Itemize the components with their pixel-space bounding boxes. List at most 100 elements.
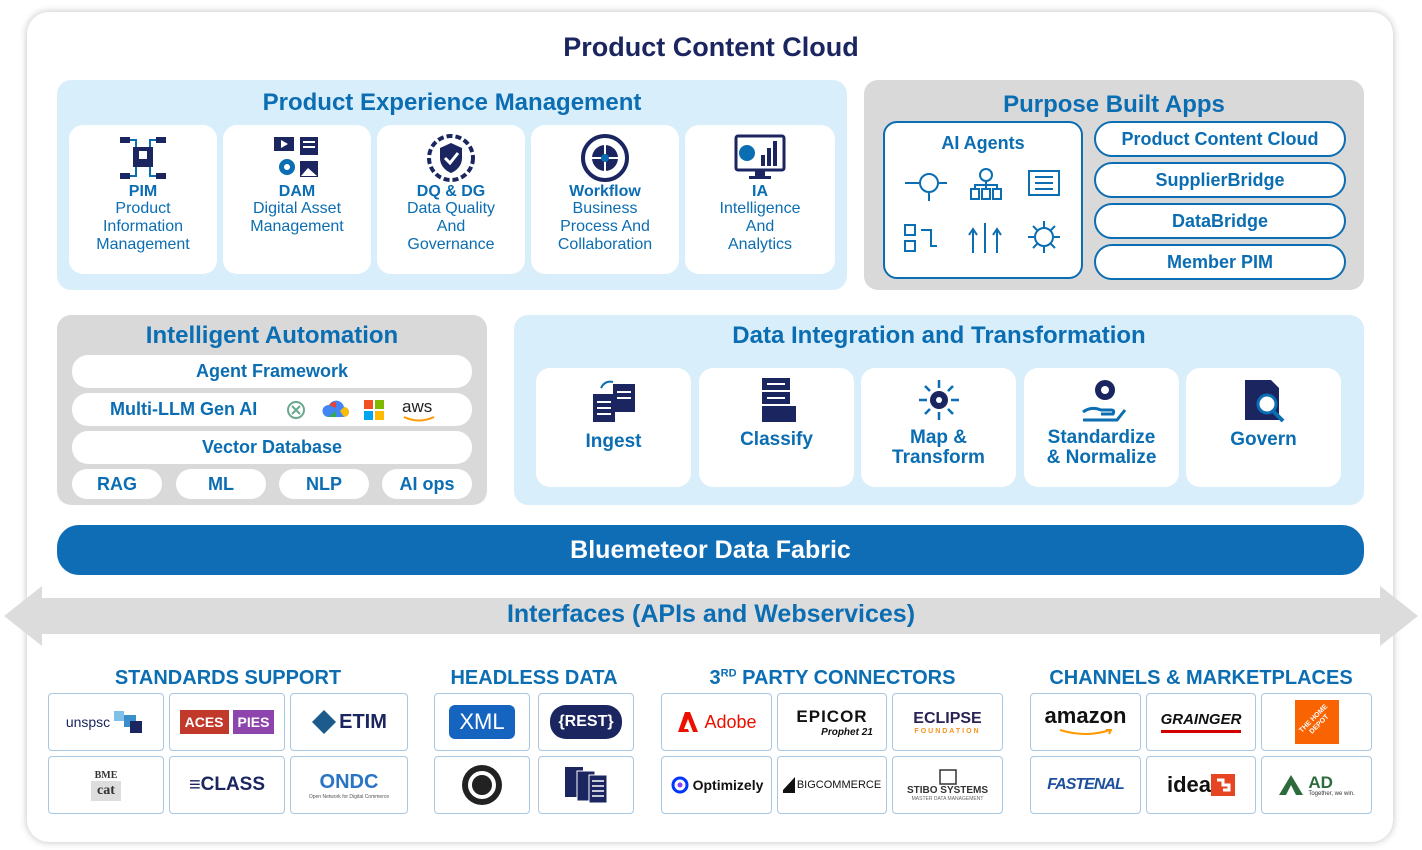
pxm-card-desc: Information bbox=[102, 218, 184, 235]
standardize-icon bbox=[1081, 380, 1126, 422]
pxm-card-workflow[interactable]: Workflow Business Process And Collaborat… bbox=[531, 125, 679, 274]
documents-icon bbox=[565, 767, 608, 804]
stibo-square-icon bbox=[938, 768, 957, 785]
bmecat-text: cat bbox=[91, 780, 121, 801]
eclass-e: ≡ bbox=[188, 773, 201, 796]
ai-agents-label: AI Agents bbox=[941, 133, 1025, 153]
dam-icon bbox=[274, 137, 318, 177]
pxm-card-dqdg[interactable]: DQ & DG Data Quality And Governance bbox=[377, 125, 525, 274]
adobe-icon bbox=[678, 712, 699, 732]
classify-icon bbox=[761, 378, 796, 422]
xml-logo: XML bbox=[434, 693, 530, 751]
grainger-text: GRAINGER bbox=[1160, 711, 1242, 728]
json-logo bbox=[434, 756, 530, 814]
json-icon bbox=[462, 765, 502, 805]
agent-framework[interactable]: Agent Framework bbox=[72, 355, 472, 388]
dit-card-govern[interactable]: Govern bbox=[1186, 368, 1341, 487]
app-supplierbridge[interactable]: SupplierBridge bbox=[1094, 162, 1346, 198]
pxm-card-dam[interactable]: DAM Digital Asset Management bbox=[223, 125, 371, 274]
etim-logo: ETIM bbox=[290, 693, 408, 751]
pxm-card-bold: PIM bbox=[128, 183, 158, 200]
eclass-text: CLASS bbox=[200, 774, 266, 795]
interfaces-label: Interfaces (APIs and Webservices) bbox=[506, 600, 916, 628]
pxm-card-bold: Workflow bbox=[569, 183, 641, 200]
idea-logo: idea bbox=[1146, 756, 1256, 814]
multi-llm-label: Multi-LLM Gen AI bbox=[110, 399, 258, 419]
pxm-card-bold: DAM bbox=[278, 183, 316, 200]
aws-smile-icon bbox=[403, 416, 435, 422]
etim-text: ETIM bbox=[339, 710, 387, 733]
amazon-smile-icon bbox=[1059, 729, 1112, 735]
interfaces-arrow bbox=[4, 586, 1418, 646]
analytics-icon bbox=[734, 134, 786, 179]
rest-logo: {REST} bbox=[538, 693, 634, 751]
chip-ai-ops[interactable]: AI ops bbox=[382, 469, 472, 499]
dit-card-label: & Normalize bbox=[1046, 447, 1157, 468]
vector-database[interactable]: Vector Database bbox=[72, 431, 472, 464]
dit-title: Data Integration and Transformation bbox=[732, 322, 1146, 349]
app-product-content-cloud[interactable]: Product Content Cloud bbox=[1094, 121, 1346, 157]
fastenal-logo: FASTENAL bbox=[1030, 756, 1141, 814]
dit-card-classify[interactable]: Classify bbox=[699, 368, 854, 487]
govern-icon bbox=[1244, 380, 1284, 423]
pxm-card-desc: Process And bbox=[560, 218, 650, 235]
pxm-card-ia[interactable]: IA Intelligence And Analytics bbox=[685, 125, 835, 274]
ia-panel: Intelligent Automation Agent Framework M… bbox=[57, 315, 487, 505]
optimizely-text: Optimizely bbox=[692, 777, 764, 793]
pxm-card-desc: Digital Asset bbox=[252, 200, 342, 217]
app-databridge[interactable]: DataBridge bbox=[1094, 203, 1346, 239]
pxm-card-desc: Business bbox=[572, 200, 638, 217]
ad-sub-text: Together, we win. bbox=[1308, 790, 1355, 797]
dit-panel: Data Integration and Transformation Inge… bbox=[514, 315, 1364, 505]
eclipse-text: ECLIPSE bbox=[913, 709, 982, 727]
chip-rag[interactable]: RAG bbox=[72, 469, 162, 499]
openai-icon bbox=[287, 401, 305, 419]
xml-text: XML bbox=[449, 705, 515, 739]
pxm-card-bold: IA bbox=[752, 183, 768, 200]
ondc-text: ONDC bbox=[319, 770, 379, 793]
party-sup: RD bbox=[720, 667, 737, 680]
ad-text-group: AD Together, we win. bbox=[1308, 774, 1354, 797]
pxm-card-desc: Management bbox=[96, 236, 190, 253]
dit-card-map-transform[interactable]: Map & Transform bbox=[861, 368, 1016, 487]
etim-diamond-icon bbox=[312, 710, 337, 734]
standards-heading: STANDARDS SUPPORT bbox=[114, 667, 342, 689]
page-title: Product Content Cloud bbox=[563, 32, 859, 62]
dit-card-standardize[interactable]: Standardize & Normalize bbox=[1024, 368, 1179, 487]
pies-text: PIES bbox=[232, 710, 275, 734]
chip-nlp[interactable]: NLP bbox=[279, 469, 369, 499]
dit-card-label: Classify bbox=[740, 429, 813, 450]
docs-logo bbox=[538, 756, 634, 814]
ondc-logo: ONDC Open Network for Digital Commerce bbox=[290, 756, 408, 814]
dit-card-ingest[interactable]: Ingest bbox=[536, 368, 691, 487]
eclass-logo: ≡ CLASS bbox=[169, 756, 285, 814]
ingest-icon bbox=[592, 380, 635, 422]
idea-mark-icon bbox=[1211, 774, 1236, 796]
party-heading: 3RD PARTY CONNECTORS bbox=[709, 667, 956, 689]
ad-mountain-icon bbox=[1279, 775, 1304, 795]
pxm-card-pim[interactable]: PIM Product Information Management bbox=[69, 125, 217, 274]
multi-llm-row[interactable]: Multi-LLM Gen AI aws bbox=[72, 393, 472, 426]
unspsc-text: unspsc bbox=[65, 714, 111, 730]
pxm-card-desc: And bbox=[745, 218, 775, 235]
chip-ml[interactable]: ML bbox=[176, 469, 266, 499]
ad-text: AD bbox=[1308, 772, 1333, 792]
dit-card-label: Map & bbox=[910, 427, 967, 448]
app-member-pim[interactable]: Member PIM bbox=[1094, 244, 1346, 280]
pxm-card-desc: Governance bbox=[407, 236, 495, 253]
ad-logo: AD Together, we win. bbox=[1261, 756, 1372, 814]
dit-card-label: Standardize bbox=[1047, 427, 1156, 448]
microsoft-icon bbox=[364, 400, 384, 420]
homedepot-logo: THE HOME DEPOT bbox=[1261, 693, 1372, 751]
stibo-logo: STIBO SYSTEMS MASTER DATA MANAGEMENT bbox=[892, 756, 1003, 814]
apps-title: Purpose Built Apps bbox=[1003, 91, 1225, 118]
homedepot-square: THE HOME DEPOT bbox=[1294, 700, 1339, 744]
bigcommerce-icon bbox=[782, 777, 795, 793]
ai-agents-box[interactable]: AI Agents bbox=[883, 121, 1083, 279]
aces-text: ACES bbox=[179, 710, 229, 734]
pxm-card-desc: Analytics bbox=[727, 236, 793, 253]
pxm-card-desc: Data Quality bbox=[406, 200, 496, 217]
rest-text: {REST} bbox=[550, 705, 622, 739]
dit-card-label: Govern bbox=[1230, 429, 1297, 450]
unspsc-logo: unspsc bbox=[48, 693, 164, 751]
